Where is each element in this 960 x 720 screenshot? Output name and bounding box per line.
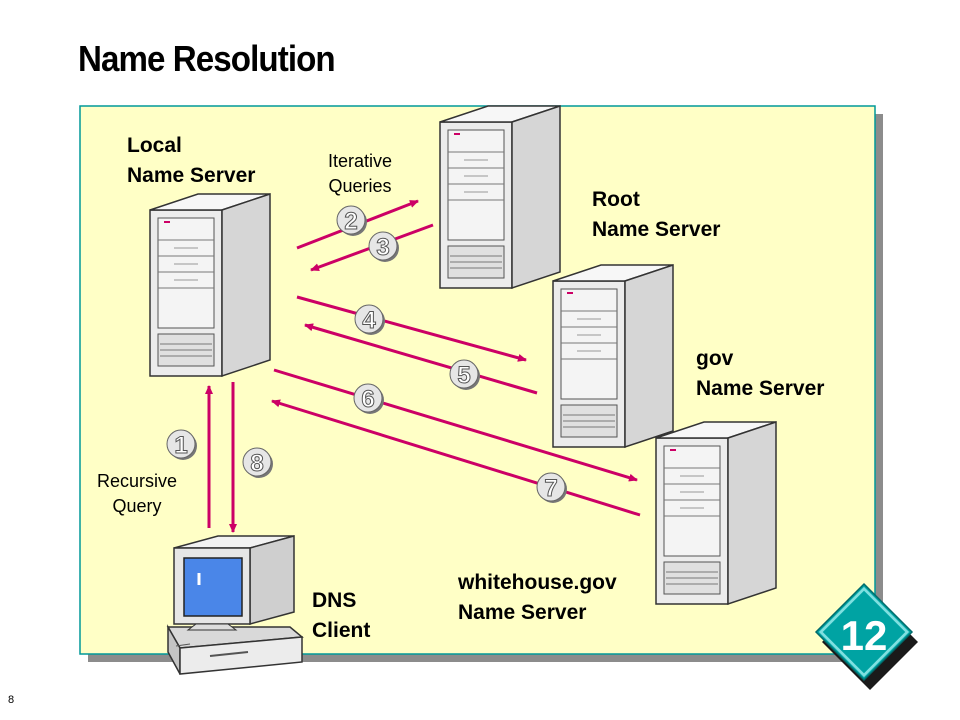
arrow-7 xyxy=(271,399,641,517)
dns-client-label: DNS Client xyxy=(312,586,370,646)
step-8-label: 8 xyxy=(250,450,263,477)
module-badge: 12 xyxy=(814,582,918,690)
dns-label-line2: Client xyxy=(312,619,371,642)
step-7-label: 7 xyxy=(544,475,557,502)
whitehouse-label-line2: Name Server xyxy=(458,601,587,624)
arrow-5 xyxy=(304,323,538,395)
step-badge: 5 xyxy=(449,359,480,390)
step-badge: 7 xyxy=(536,472,567,503)
step-badge: 1 xyxy=(166,429,197,460)
step-6-label: 6 xyxy=(361,386,374,413)
iterative-queries-label: Iterative Queries xyxy=(315,149,405,199)
root-label-line2: Name Server xyxy=(592,218,721,241)
whitehouse-server-label: whitehouse.gov Name Server xyxy=(458,568,617,628)
whitehouse-label-line1: whitehouse.gov xyxy=(458,571,617,594)
gov-label-line1: gov xyxy=(696,347,734,370)
gov-server-label: gov Name Server xyxy=(696,344,824,404)
module-number: 12 xyxy=(841,612,888,659)
step-badge: 3 xyxy=(368,231,399,262)
recursive-label-line1: Recursive xyxy=(96,471,178,491)
step-4-label: 4 xyxy=(362,307,376,334)
local-server-label: Local Name Server xyxy=(127,131,255,191)
local-label-line2: Name Server xyxy=(127,164,256,187)
slide-number: 8 xyxy=(8,694,15,706)
page-title: Name Resolution xyxy=(78,38,336,79)
gov-name-server-icon xyxy=(552,264,674,448)
recursive-query-label: Recursive Query xyxy=(88,469,186,519)
step-3-label: 3 xyxy=(376,234,389,261)
step-badge: 6 xyxy=(353,383,384,414)
root-server-label: Root Name Server xyxy=(592,185,720,245)
dns-label-line1: DNS xyxy=(312,589,357,612)
step-badge: 2 xyxy=(336,205,367,236)
recursive-label-line2: Query xyxy=(112,496,162,516)
iterative-label-line2: Queries xyxy=(328,176,392,196)
root-label-line1: Root xyxy=(592,188,640,211)
dns-client-computer-icon xyxy=(166,535,304,675)
root-name-server-icon xyxy=(439,105,561,289)
arrow-4 xyxy=(296,295,527,362)
local-name-server-icon xyxy=(149,193,271,377)
gov-label-line2: Name Server xyxy=(696,377,825,400)
iterative-label-line1: Iterative xyxy=(327,151,393,171)
step-badge: 4 xyxy=(354,304,385,335)
step-5-label: 5 xyxy=(457,362,470,389)
step-2-label: 2 xyxy=(344,208,357,235)
step-1-label: 1 xyxy=(174,432,187,459)
arrow-6 xyxy=(273,368,638,482)
step-badge: 8 xyxy=(242,447,273,478)
local-label-line1: Local xyxy=(127,134,182,157)
whitehouse-name-server-icon xyxy=(655,421,777,605)
